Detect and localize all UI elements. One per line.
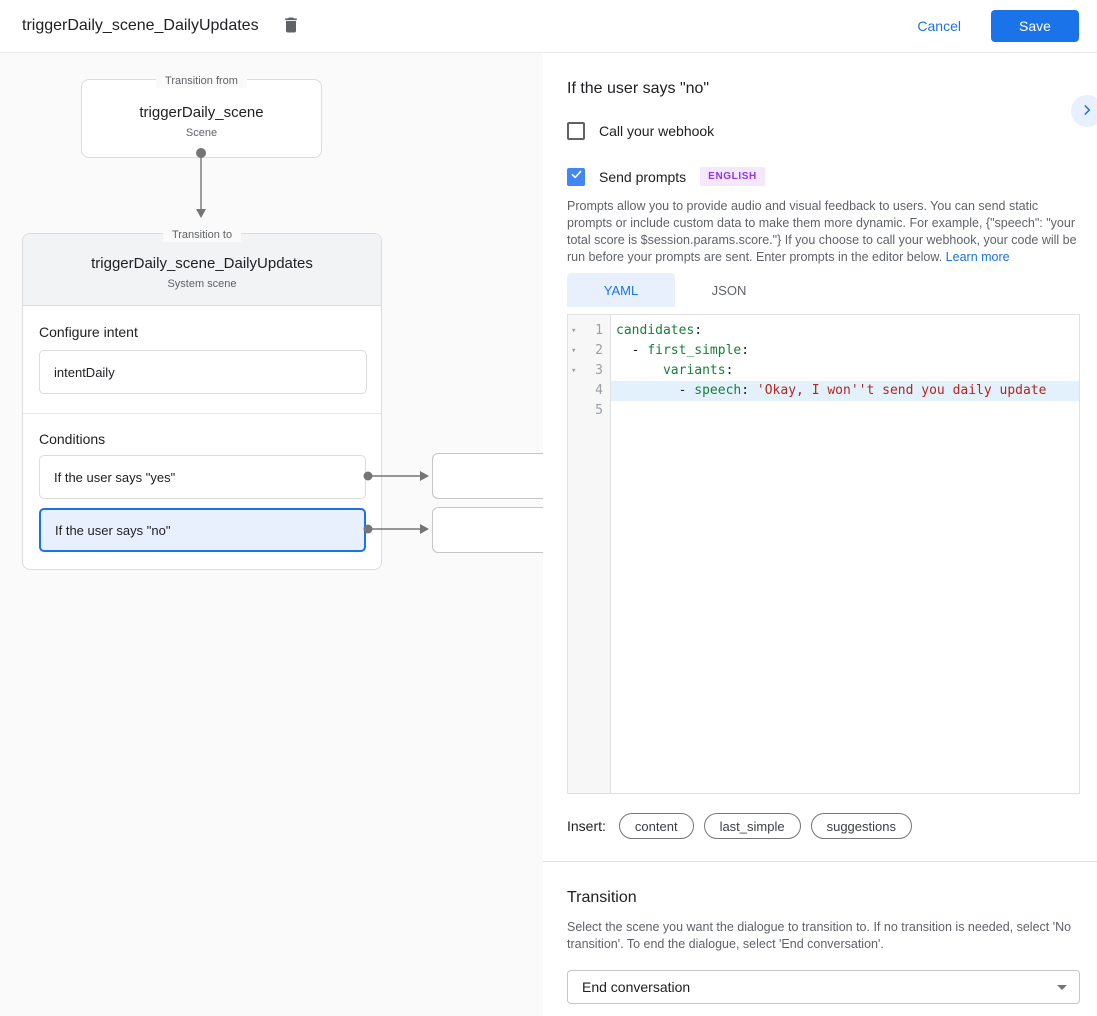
line-number: 1 <box>595 323 603 338</box>
prompts-checkbox[interactable] <box>567 167 585 186</box>
editor-code-area[interactable]: candidates: - first_simple: variants: - … <box>611 315 1079 793</box>
section-divider <box>543 861 1097 862</box>
webhook-checkbox[interactable] <box>567 122 585 140</box>
arrowhead-right-icon <box>420 471 429 481</box>
yaml-code-editor[interactable]: ▾1 ▾2 ▾3 4 5 candidates: - first_simple:… <box>567 314 1080 794</box>
editor-format-tabs: YAML JSON <box>567 273 1080 307</box>
gutter-row: 5 <box>568 401 610 421</box>
to-scene-type: System scene <box>167 278 237 290</box>
from-scene-name: triggerDaily_scene <box>139 104 264 121</box>
gutter-row: ▾3 <box>568 361 610 381</box>
transition-to-legend: Transition to <box>23 227 381 242</box>
code-line-2: - first_simple: <box>616 343 750 358</box>
condition-yes-target-node[interactable] <box>432 453 543 499</box>
gutter-row: 4 <box>568 381 610 401</box>
transition-select[interactable]: End conversation <box>567 970 1080 1004</box>
line-number: 2 <box>595 343 603 358</box>
arrowhead-right-icon <box>420 524 429 534</box>
delete-scene-button[interactable] <box>281 15 301 37</box>
insert-label: Insert: <box>567 818 606 834</box>
condition-no-label: If the user says "no" <box>55 522 171 538</box>
transition-select-value: End conversation <box>582 979 691 995</box>
trash-icon <box>281 15 301 38</box>
scene-flow-canvas: Transition from triggerDaily_scene Scene… <box>0 53 543 1016</box>
insert-suggestions-button[interactable]: suggestions <box>810 813 912 839</box>
code-line-5 <box>611 401 1079 421</box>
transition-to-node: Transition to triggerDaily_scene_DailyUp… <box>22 229 382 570</box>
condition-no-target-node[interactable] <box>432 507 543 553</box>
transition-heading: Transition <box>567 889 637 906</box>
header-bar: triggerDaily_scene_DailyUpdates Cancel S… <box>0 0 1097 53</box>
from-scene-type: Scene <box>185 127 218 139</box>
dropdown-caret-icon <box>1057 984 1067 990</box>
transition-from-legend: Transition from <box>82 73 321 88</box>
fold-toggle-icon[interactable]: ▾ <box>571 326 577 336</box>
conditions-label: Conditions <box>39 431 106 447</box>
line-number: 3 <box>595 363 603 378</box>
code-line-1: candidates: <box>616 323 703 338</box>
to-scene-header: triggerDaily_scene_DailyUpdates System s… <box>23 234 381 306</box>
gutter-row: ▾1 <box>568 321 610 341</box>
transition-from-node[interactable]: Transition from triggerDaily_scene Scene <box>81 75 322 158</box>
editor-gutter: ▾1 ▾2 ▾3 4 5 <box>568 315 611 793</box>
page-title: triggerDaily_scene_DailyUpdates <box>22 17 259 34</box>
save-button[interactable]: Save <box>991 10 1079 42</box>
language-badge: ENGLISH <box>700 167 765 186</box>
to-scene-name: triggerDaily_scene_DailyUpdates <box>91 255 313 272</box>
intent-input[interactable] <box>39 350 367 394</box>
collapse-panel-button[interactable] <box>1071 95 1097 127</box>
condition-detail-panel: If the user says "no" Call your webhook … <box>543 53 1097 1016</box>
condition-no-row[interactable]: If the user says "no" <box>39 508 366 552</box>
configure-intent-label: Configure intent <box>39 324 138 340</box>
condition-yes-row[interactable]: If the user says "yes" <box>39 455 366 499</box>
gutter-row: ▾2 <box>568 341 610 361</box>
chevron-right-icon <box>1080 103 1094 120</box>
insert-content-button[interactable]: content <box>618 813 694 839</box>
tab-json[interactable]: JSON <box>711 282 747 298</box>
prompts-description: Prompts allow you to provide audio and v… <box>567 199 1077 264</box>
fold-toggle-icon[interactable]: ▾ <box>571 346 577 356</box>
condition-yes-label: If the user says "yes" <box>54 469 176 485</box>
node-divider <box>23 413 381 414</box>
arrowhead-down-icon <box>196 209 206 218</box>
webhook-label: Call your webhook <box>599 123 715 139</box>
checkmark-icon <box>570 168 583 186</box>
cancel-button[interactable]: Cancel <box>917 18 961 34</box>
line-number: 5 <box>595 403 603 418</box>
transition-description: Select the scene you want the dialogue t… <box>567 920 1072 951</box>
code-line-4-selected: - speech: 'Okay, I won''t send you daily… <box>611 381 1079 401</box>
tab-yaml[interactable]: YAML <box>567 273 675 307</box>
insert-snippet-row: Insert: content last_simple suggestions <box>567 813 1080 839</box>
insert-last-simple-button[interactable]: last_simple <box>703 813 801 839</box>
learn-more-link[interactable]: Learn more <box>945 250 1010 264</box>
condition-heading: If the user says "no" <box>567 80 710 97</box>
line-number: 4 <box>595 383 603 398</box>
fold-toggle-icon[interactable]: ▾ <box>571 366 577 376</box>
prompts-option-row: Send prompts ENGLISH <box>567 167 1080 186</box>
code-line-3: variants: <box>662 363 734 378</box>
prompts-label: Send prompts <box>599 168 687 185</box>
webhook-option-row: Call your webhook <box>567 122 1080 140</box>
